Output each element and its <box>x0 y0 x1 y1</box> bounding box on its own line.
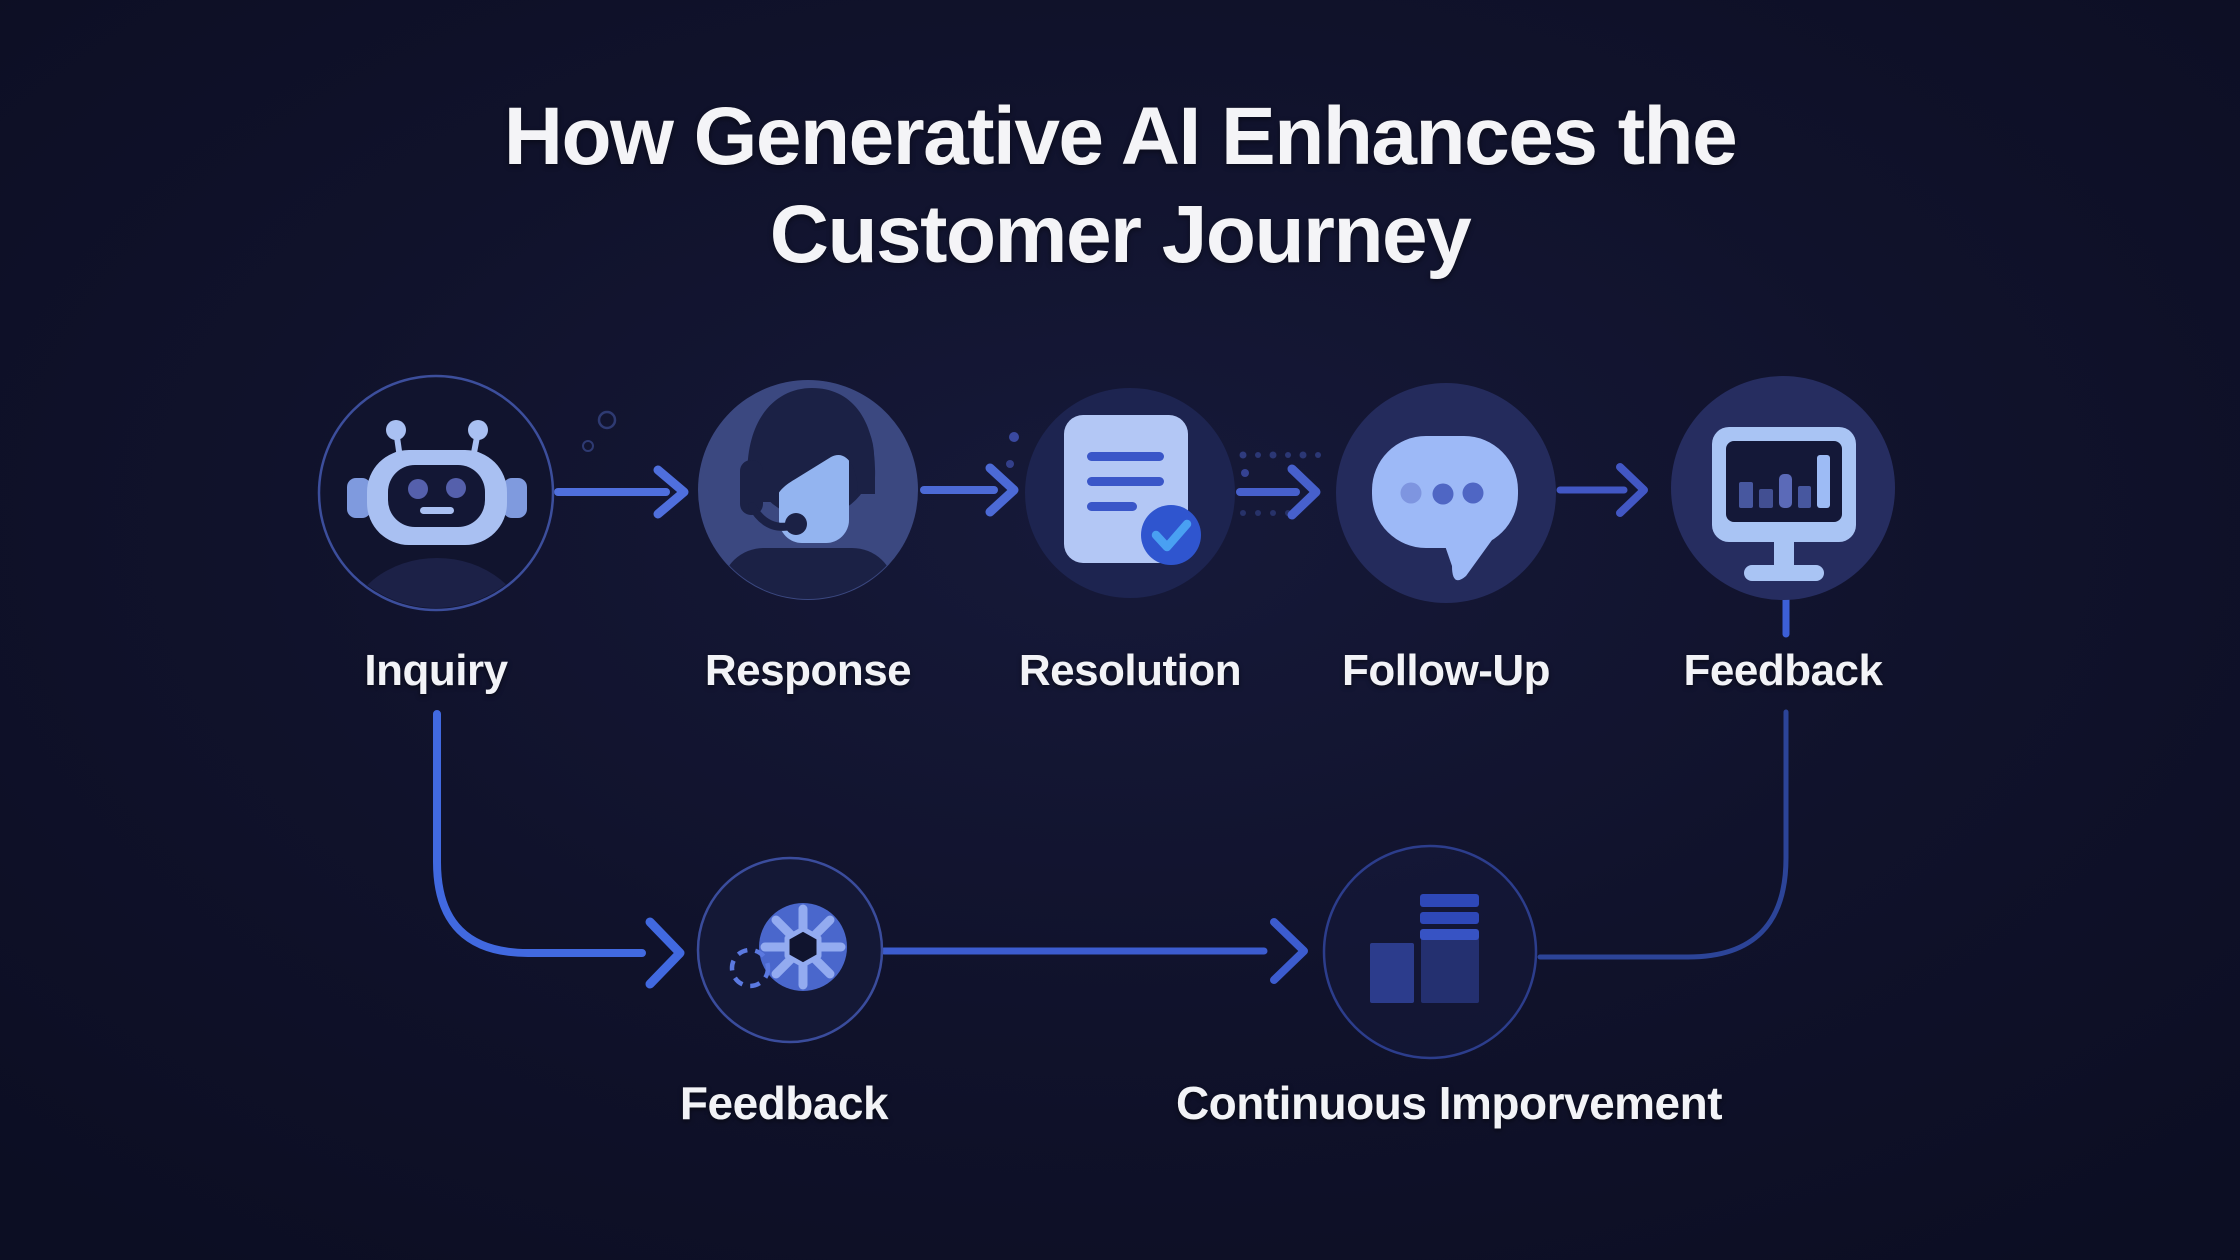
connector-inquiry-to-feedback-bottom <box>433 710 685 989</box>
robot-chatbot-icon <box>347 420 527 545</box>
page-title: How Generative AI Enhances the Customer … <box>0 88 2240 284</box>
improvement-node <box>1322 844 1538 1060</box>
response-node <box>698 380 918 600</box>
gear-icon <box>729 903 847 991</box>
followup-node <box>1336 383 1556 603</box>
label-response: Response <box>704 646 912 695</box>
arrow-inquiry-to-response <box>554 465 689 519</box>
connector-feedback-top-to-improvement <box>1537 594 1790 960</box>
label-feedback-top: Feedback <box>1683 646 1883 695</box>
inquiry-node <box>317 374 555 612</box>
resolution-node <box>1025 388 1235 598</box>
feedback-bottom-node <box>696 856 884 1044</box>
label-feedback-bottom: Feedback <box>679 1077 889 1129</box>
label-followup: Follow-Up <box>1341 646 1551 695</box>
arrow-resolution-to-followup <box>1236 464 1321 520</box>
label-resolution: Resolution <box>1018 646 1242 695</box>
analytics-monitor-icon <box>1712 427 1856 581</box>
arrow-response-to-resolution <box>920 463 1019 517</box>
chat-bubble-icon <box>1372 436 1518 581</box>
label-inquiry: Inquiry <box>364 646 508 695</box>
document-checkmark-icon <box>1064 415 1201 565</box>
connector-feedback-to-improvement <box>880 918 1308 984</box>
dashed-circle-decoration <box>729 947 771 989</box>
bar-chart-icon <box>1370 894 1479 1003</box>
title-line-1: How Generative AI Enhances the <box>503 91 1738 182</box>
title-line-2: Customer Journey <box>769 189 1472 280</box>
label-continuous-improvement: Continuous Imporvement <box>1175 1077 1723 1129</box>
arrow-followup-to-feedback <box>1556 463 1648 517</box>
support-agent-headset-icon <box>722 388 894 599</box>
feedback-top-node <box>1671 376 1895 600</box>
